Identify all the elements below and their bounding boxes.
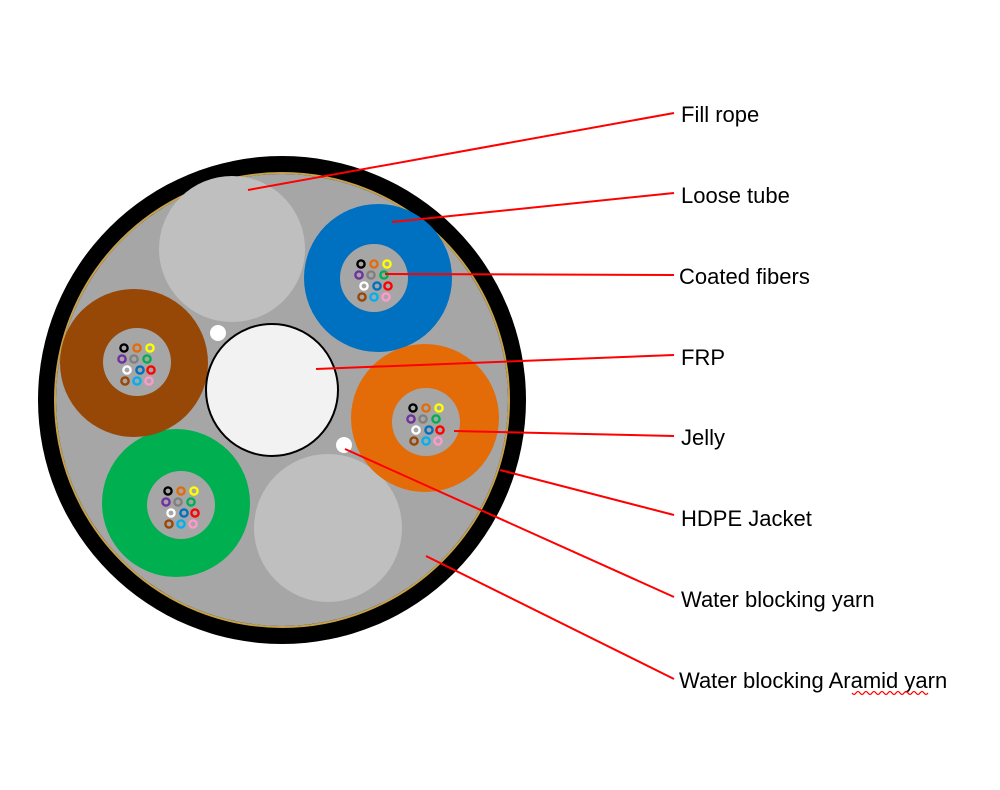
fiber-bundle-orange-fiber-12 bbox=[433, 436, 443, 446]
fiber-bundle-blue bbox=[354, 259, 393, 302]
loose-tube-orange bbox=[351, 344, 499, 492]
fiber-bundle-brown-fiber-8 bbox=[135, 365, 145, 375]
callout-line-coated-fibers bbox=[384, 273, 675, 276]
fiber-bundle-green-fiber-10 bbox=[164, 519, 174, 529]
fiber-bundle-orange-fiber-11 bbox=[421, 436, 431, 446]
fiber-bundle-green-fiber-12 bbox=[188, 519, 198, 529]
fiber-bundle-brown-fiber-2 bbox=[132, 343, 142, 353]
callout-line-water-blocking-yarn bbox=[344, 448, 675, 598]
fiber-bundle-orange-fiber-4 bbox=[406, 414, 416, 424]
fiber-bundle-green-fiber-1 bbox=[163, 486, 173, 496]
callout-line-aramid-yarn bbox=[425, 555, 675, 680]
fiber-bundle-green-fiber-11 bbox=[176, 519, 186, 529]
fill-rope-bottom bbox=[254, 454, 402, 602]
fiber-bundle-blue-fiber-12 bbox=[381, 292, 391, 302]
label-jelly: Jelly bbox=[681, 425, 725, 450]
fiber-bundle-green-fiber-2 bbox=[176, 486, 186, 496]
fiber-bundle-blue-fiber-3 bbox=[382, 259, 392, 269]
fiber-bundle-blue-fiber-5 bbox=[366, 270, 376, 280]
callout-line-fill-rope bbox=[247, 112, 675, 191]
fiber-bundle-green-fiber-8 bbox=[179, 508, 189, 518]
fiber-bundle-blue-fiber-10 bbox=[357, 292, 367, 302]
fiber-bundle-green-fiber-5 bbox=[173, 497, 183, 507]
fiber-bundle-green-fiber-4 bbox=[161, 497, 171, 507]
fiber-bundle-green-fiber-6 bbox=[186, 497, 196, 507]
label-frp: FRP bbox=[681, 345, 725, 370]
fill-rope-top bbox=[159, 176, 305, 322]
fiber-bundle-brown-fiber-3 bbox=[145, 343, 155, 353]
fiber-bundle-blue-fiber-4 bbox=[354, 270, 364, 280]
fiber-bundle-green-fiber-9 bbox=[190, 508, 200, 518]
aramid-yarn-ring bbox=[54, 172, 510, 628]
spellcheck-squiggle bbox=[851, 690, 929, 696]
fiber-bundle-brown-fiber-5 bbox=[129, 354, 139, 364]
frp-central-member bbox=[205, 323, 339, 457]
fiber-bundle-brown-fiber-9 bbox=[146, 365, 156, 375]
fiber-bundle-orange-fiber-2 bbox=[421, 403, 431, 413]
callout-lines bbox=[247, 112, 675, 680]
fiber-bundle-brown-fiber-6 bbox=[142, 354, 152, 364]
fiber-bundle-orange-fiber-9 bbox=[435, 425, 445, 435]
label-coated-fibers: Coated fibers bbox=[679, 264, 810, 289]
fiber-bundle-brown bbox=[117, 343, 156, 386]
water-blocking-yarn-2 bbox=[336, 437, 352, 453]
fiber-bundle-blue-fiber-9 bbox=[383, 281, 393, 291]
fiber-bundle-blue-fiber-2 bbox=[369, 259, 379, 269]
label-loose-tube: Loose tube bbox=[681, 183, 790, 208]
fiber-bundle-brown-fiber-7 bbox=[122, 365, 132, 375]
fiber-bundle-green-fiber-3 bbox=[189, 486, 199, 496]
fiber-bundle-brown-fiber-10 bbox=[120, 376, 130, 386]
label-water-blocking-aramid-yarn: Water blocking Aramid yarn bbox=[679, 668, 947, 693]
fiber-bundle-orange bbox=[406, 403, 445, 446]
fiber-bundle-brown-fiber-1 bbox=[119, 343, 129, 353]
fiber-bundle-orange-fiber-5 bbox=[418, 414, 428, 424]
fiber-bundle-orange-fiber-3 bbox=[434, 403, 444, 413]
callout-line-loose-tube bbox=[391, 192, 675, 223]
loose-tube-blue bbox=[304, 204, 452, 352]
fiber-bundle-green-fiber-7 bbox=[166, 508, 176, 518]
fiber-bundle-blue-fiber-8 bbox=[372, 281, 382, 291]
callout-line-hdpe-jacket bbox=[499, 469, 675, 516]
fiber-bundle-orange-fiber-7 bbox=[411, 425, 421, 435]
loose-tube-green bbox=[102, 429, 250, 577]
fiber-bundle-brown-fiber-12 bbox=[144, 376, 154, 386]
fiber-bundle-orange-fiber-1 bbox=[408, 403, 418, 413]
callout-line-frp bbox=[315, 354, 675, 370]
fiber-bundle-blue-fiber-1 bbox=[356, 259, 366, 269]
water-blocking-yarn-1 bbox=[210, 325, 226, 341]
fiber-bundle-blue-fiber-11 bbox=[369, 292, 379, 302]
fiber-bundle-brown-fiber-11 bbox=[132, 376, 142, 386]
fiber-bundle-blue-fiber-7 bbox=[359, 281, 369, 291]
fiber-bundle-green bbox=[161, 486, 200, 529]
fiber-bundle-orange-fiber-8 bbox=[424, 425, 434, 435]
label-fill-rope: Fill rope bbox=[681, 102, 759, 127]
fiber-bundle-orange-fiber-6 bbox=[431, 414, 441, 424]
callout-line-jelly bbox=[453, 430, 675, 437]
label-hdpe-jacket: HDPE Jacket bbox=[681, 506, 812, 531]
loose-tube-brown bbox=[60, 289, 208, 437]
fiber-bundle-orange-fiber-10 bbox=[409, 436, 419, 446]
fiber-bundle-brown-fiber-4 bbox=[117, 354, 127, 364]
label-water-blocking-yarn: Water blocking yarn bbox=[681, 587, 875, 612]
